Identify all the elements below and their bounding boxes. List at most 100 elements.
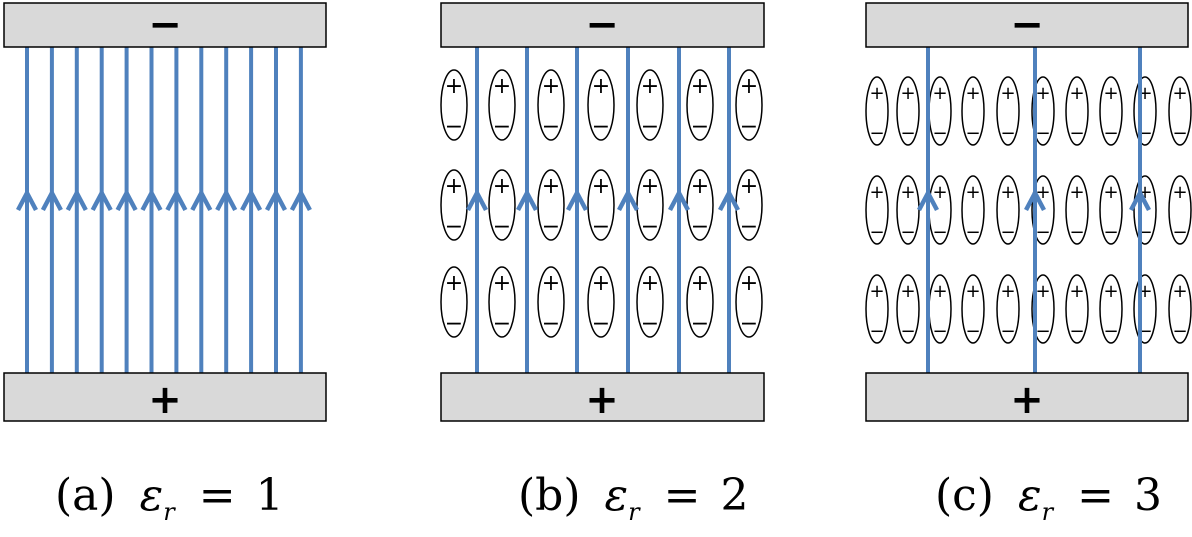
panel-c: +−+−+−+−+−+−+−+−+−+−+−+−+−+−+−+−+−+−+−+−… xyxy=(865,2,1192,531)
dipole-minus-sign: − xyxy=(1000,123,1015,144)
positive-plate-c xyxy=(865,372,1189,422)
field-arrowhead xyxy=(516,188,538,212)
dipole-outline xyxy=(1031,274,1055,344)
dipole-plus-sign: + xyxy=(542,174,560,199)
caption-c: (c) εr = 3 xyxy=(935,470,1162,531)
caption-b-subscript: r xyxy=(628,498,641,526)
dipole-plus-sign: + xyxy=(1000,83,1015,104)
field-arrowhead xyxy=(1024,188,1046,212)
dipole: +− xyxy=(896,175,920,245)
dipole-plus-sign: + xyxy=(740,271,758,296)
field-line xyxy=(40,47,63,373)
dipole-outline xyxy=(896,274,920,344)
dipole-plus-sign: + xyxy=(932,281,947,302)
dipole-outline xyxy=(735,266,763,338)
dipole-plus-sign: + xyxy=(445,271,463,296)
negative-plate-c xyxy=(865,2,1189,48)
dipole: +− xyxy=(1065,274,1089,344)
caption-a-value: 1 xyxy=(256,470,284,521)
positive-plate-b xyxy=(440,372,765,422)
dipole: +− xyxy=(996,274,1020,344)
dipole-minus-sign: − xyxy=(542,215,560,240)
dipole-plus-sign: + xyxy=(900,281,915,302)
dipoles-c: +−+−+−+−+−+−+−+−+−+−+−+−+−+−+−+−+−+−+−+−… xyxy=(865,76,1192,344)
dipole: +− xyxy=(686,169,714,241)
field-arrowhead xyxy=(466,188,488,212)
dipole-plus-sign: + xyxy=(1172,182,1187,203)
dipole-minus-sign: − xyxy=(965,123,980,144)
dipole-plus-sign: + xyxy=(1000,182,1015,203)
dipole-minus-sign: − xyxy=(592,115,610,140)
field-arrowhead xyxy=(1129,188,1151,212)
panel-b: +−+−+−+−+−+−+−+−+−+−+−+−+−+−+−+−+−+−+−+−… xyxy=(440,2,765,531)
dipole: +− xyxy=(928,76,952,146)
dipole-minus-sign: − xyxy=(932,123,947,144)
field-arrowhead xyxy=(718,188,740,212)
dipole: +− xyxy=(961,175,985,245)
dipole: +− xyxy=(865,175,889,245)
dipole: +− xyxy=(1133,76,1157,146)
caption-a-label: (a) xyxy=(55,470,116,521)
dipole-plus-sign: + xyxy=(1103,281,1118,302)
negative-plate-b xyxy=(440,2,765,48)
dipole-outline xyxy=(488,69,516,141)
dipole-outline xyxy=(735,69,763,141)
dipole-outline xyxy=(1099,274,1123,344)
dipole: +− xyxy=(440,266,468,338)
dipole-plus-sign: + xyxy=(740,74,758,99)
dipole: +− xyxy=(735,266,763,338)
field-arrowhead xyxy=(265,188,287,212)
dipole-plus-sign: + xyxy=(869,182,884,203)
dipole-outline xyxy=(686,266,714,338)
dipole-minus-sign: − xyxy=(869,321,884,342)
field-line xyxy=(190,47,213,373)
negative-sign-a: − xyxy=(148,2,182,48)
dipole: +− xyxy=(735,69,763,141)
dipole: +− xyxy=(1168,175,1192,245)
dipole-plus-sign: + xyxy=(641,74,659,99)
dipole-minus-sign: − xyxy=(932,321,947,342)
caption-b: (b) εr = 2 xyxy=(518,470,748,531)
dipole-outline xyxy=(1168,76,1192,146)
dipole-minus-sign: − xyxy=(1103,222,1118,243)
dipole: +− xyxy=(996,76,1020,146)
dipole-outline xyxy=(865,76,889,146)
dipole-plus-sign: + xyxy=(965,281,980,302)
field-arrowhead xyxy=(16,188,38,212)
field-line xyxy=(240,47,263,373)
field-line xyxy=(90,47,113,373)
dipole-minus-sign: − xyxy=(900,222,915,243)
dipole: +− xyxy=(865,76,889,146)
dipole: +− xyxy=(1065,76,1089,146)
caption-c-subscript: r xyxy=(1042,498,1055,526)
dipole-plus-sign: + xyxy=(740,174,758,199)
dipole-outline xyxy=(537,266,565,338)
dipole: +− xyxy=(686,266,714,338)
dipole-minus-sign: − xyxy=(965,321,980,342)
field-line xyxy=(16,47,38,373)
caption-a-epsilon: ε xyxy=(140,470,164,521)
field-arrowhead xyxy=(190,188,213,212)
dipole: +− xyxy=(865,274,889,344)
caption-b-equals: = xyxy=(664,470,701,521)
dipole-minus-sign: − xyxy=(900,321,915,342)
dipole: +− xyxy=(1099,76,1123,146)
dipole-minus-sign: − xyxy=(493,215,511,240)
dipole: +− xyxy=(996,175,1020,245)
dipole-minus-sign: − xyxy=(542,312,560,337)
dipole: +− xyxy=(961,76,985,146)
dipole-plus-sign: + xyxy=(542,271,560,296)
dipole: +− xyxy=(735,169,763,241)
dipole: +− xyxy=(686,69,714,141)
field-arrowhead xyxy=(65,188,88,212)
dipole-minus-sign: − xyxy=(1103,321,1118,342)
dipole-outline xyxy=(488,169,516,241)
dipole-plus-sign: + xyxy=(493,271,511,296)
caption-a: (a) εr = 1 xyxy=(55,470,284,531)
dipole-outline xyxy=(440,169,468,241)
dipole: +− xyxy=(537,266,565,338)
field-line xyxy=(566,47,588,373)
dipole-minus-sign: − xyxy=(592,215,610,240)
field-line xyxy=(466,47,488,373)
